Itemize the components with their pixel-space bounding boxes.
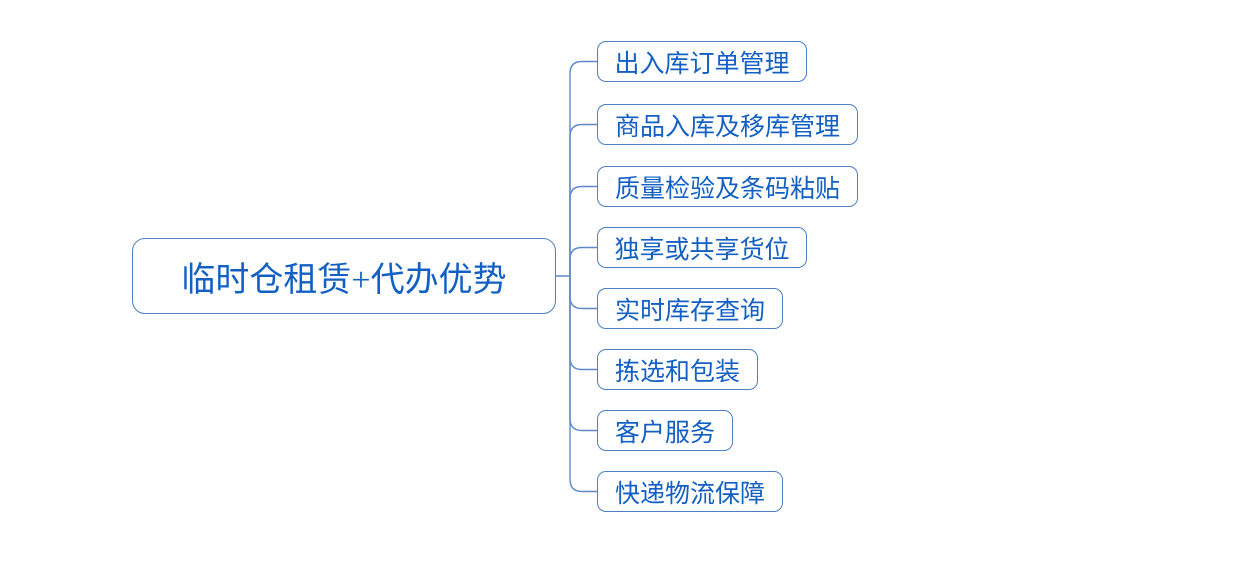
connector [569,275,598,432]
connector [569,275,598,371]
connector [569,185,598,277]
connector [569,60,598,277]
branch-node[interactable]: 商品入库及移库管理 [597,104,858,145]
connector [569,275,598,310]
connector [569,275,598,493]
branch-node[interactable]: 实时库存查询 [597,288,783,329]
branch-node[interactable]: 独享或共享货位 [597,227,807,268]
connector [569,246,598,277]
root-node[interactable]: 临时仓租赁+代办优势 [132,238,556,314]
branch-node[interactable]: 拣选和包装 [597,349,758,390]
connector [569,123,598,277]
branch-node[interactable]: 快递物流保障 [597,471,783,512]
branch-node[interactable]: 质量检验及条码粘贴 [597,166,858,207]
branch-node[interactable]: 客户服务 [597,410,733,451]
branch-node[interactable]: 出入库订单管理 [597,41,807,82]
